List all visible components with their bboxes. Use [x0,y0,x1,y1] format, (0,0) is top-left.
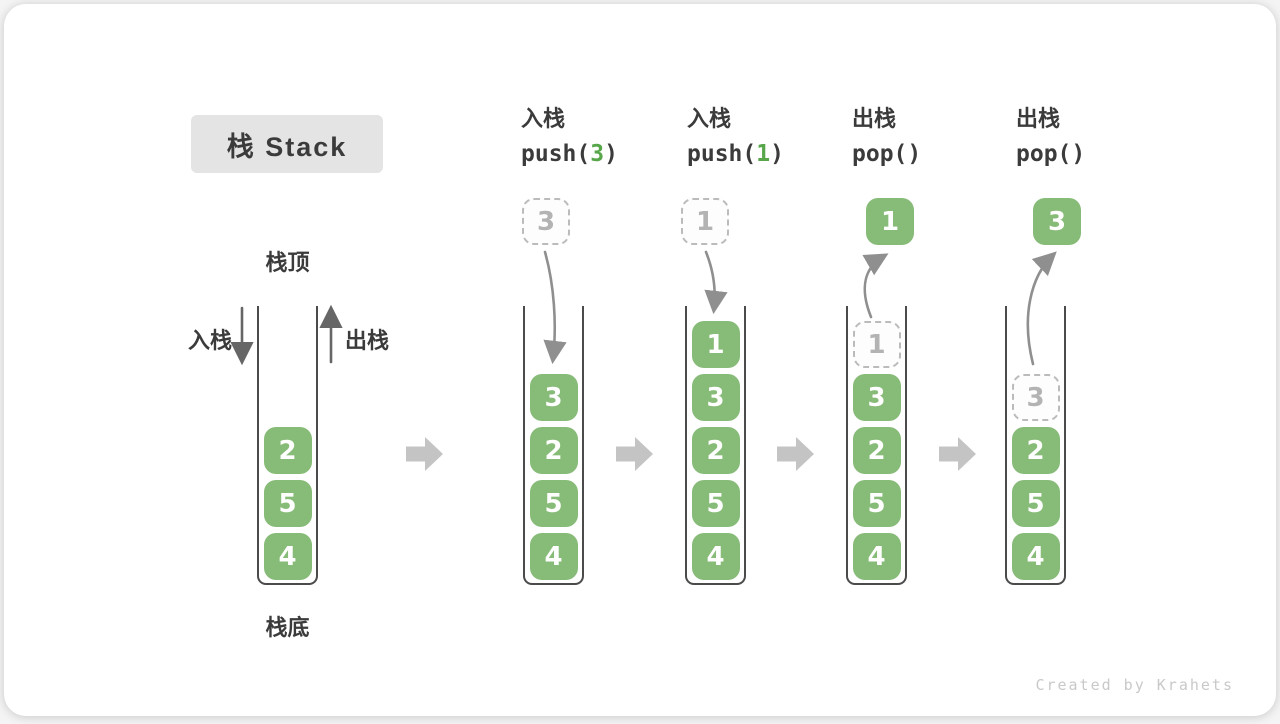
floating-value-push-1: 1 [681,198,729,245]
stack-cell: 2 [1012,427,1060,474]
floating-value-pop-1: 1 [866,198,914,245]
watermark: Created by Krahets [1035,676,1234,694]
code-pre: pop( [852,141,907,167]
diagram-card: 栈 Stack 栈顶 栈底 入栈 出栈 Created by Krahets [4,4,1276,716]
code-pre: pop( [1016,141,1071,167]
stack-cell: 4 [692,533,740,580]
stack-cell: 2 [264,427,312,474]
code-post: ) [770,141,784,167]
stack-cell: 4 [530,533,578,580]
code-post: ) [1071,141,1085,167]
operation-label: 出栈 [1016,108,1085,130]
stack-cell: 2 [530,427,578,474]
stack-cell: 5 [530,480,578,527]
code-post: ) [604,141,618,167]
push-direction-label: 入栈 [188,323,232,355]
ghost-cell: 1 [853,321,901,368]
code-pre: push( [521,141,590,167]
operation-code: pop() [1016,143,1085,166]
stack-cell: 4 [1012,533,1060,580]
floating-value-pop-3: 3 [1033,198,1081,245]
step-arrow-icon [616,437,653,471]
stack-cell: 1 [692,321,740,368]
code-arg: 3 [590,141,604,167]
stack-cell: 2 [692,427,740,474]
diagram-title-box: 栈 Stack [191,115,383,173]
operation-code: pop() [852,143,921,166]
operation-label: 入栈 [521,108,618,130]
stack-cell: 4 [853,533,901,580]
stack-top-label: 栈顶 [257,245,318,277]
stack-cell: 4 [264,533,312,580]
code-pre: push( [687,141,756,167]
step-arrow-icon [406,437,443,471]
operation-code: push(3) [521,143,618,166]
stack-cell: 3 [530,374,578,421]
operation-code: push(1) [687,143,784,166]
stack-cell: 5 [853,480,901,527]
column-header-pop-3: 出栈 pop() [1016,108,1085,166]
push-1-flow-arrow-icon [706,252,715,309]
stack-cell: 5 [692,480,740,527]
code-post: ) [907,141,921,167]
stack-bottom-label: 栈底 [257,610,318,642]
stack-cell: 5 [1012,480,1060,527]
stack-cell: 3 [692,374,740,421]
stack-cell: 3 [853,374,901,421]
ghost-cell: 3 [1012,374,1060,421]
diagram-title: 栈 Stack [227,125,348,164]
operation-label: 出栈 [852,108,921,130]
stack-cell: 2 [853,427,901,474]
floating-value-push-3: 3 [522,198,570,245]
column-header-pop-1: 出栈 pop() [852,108,921,166]
operation-label: 入栈 [687,108,784,130]
diagram-stage: 栈 Stack 栈顶 栈底 入栈 出栈 Created by Krahets [4,4,1276,716]
arrows-layer [4,4,1280,724]
code-arg: 1 [756,141,770,167]
step-arrow-icon [939,437,976,471]
column-header-push-3: 入栈 push(3) [521,108,618,166]
pop-direction-label: 出栈 [345,323,389,355]
step-arrow-icon [777,437,814,471]
column-header-push-1: 入栈 push(1) [687,108,784,166]
stack-cell: 5 [264,480,312,527]
